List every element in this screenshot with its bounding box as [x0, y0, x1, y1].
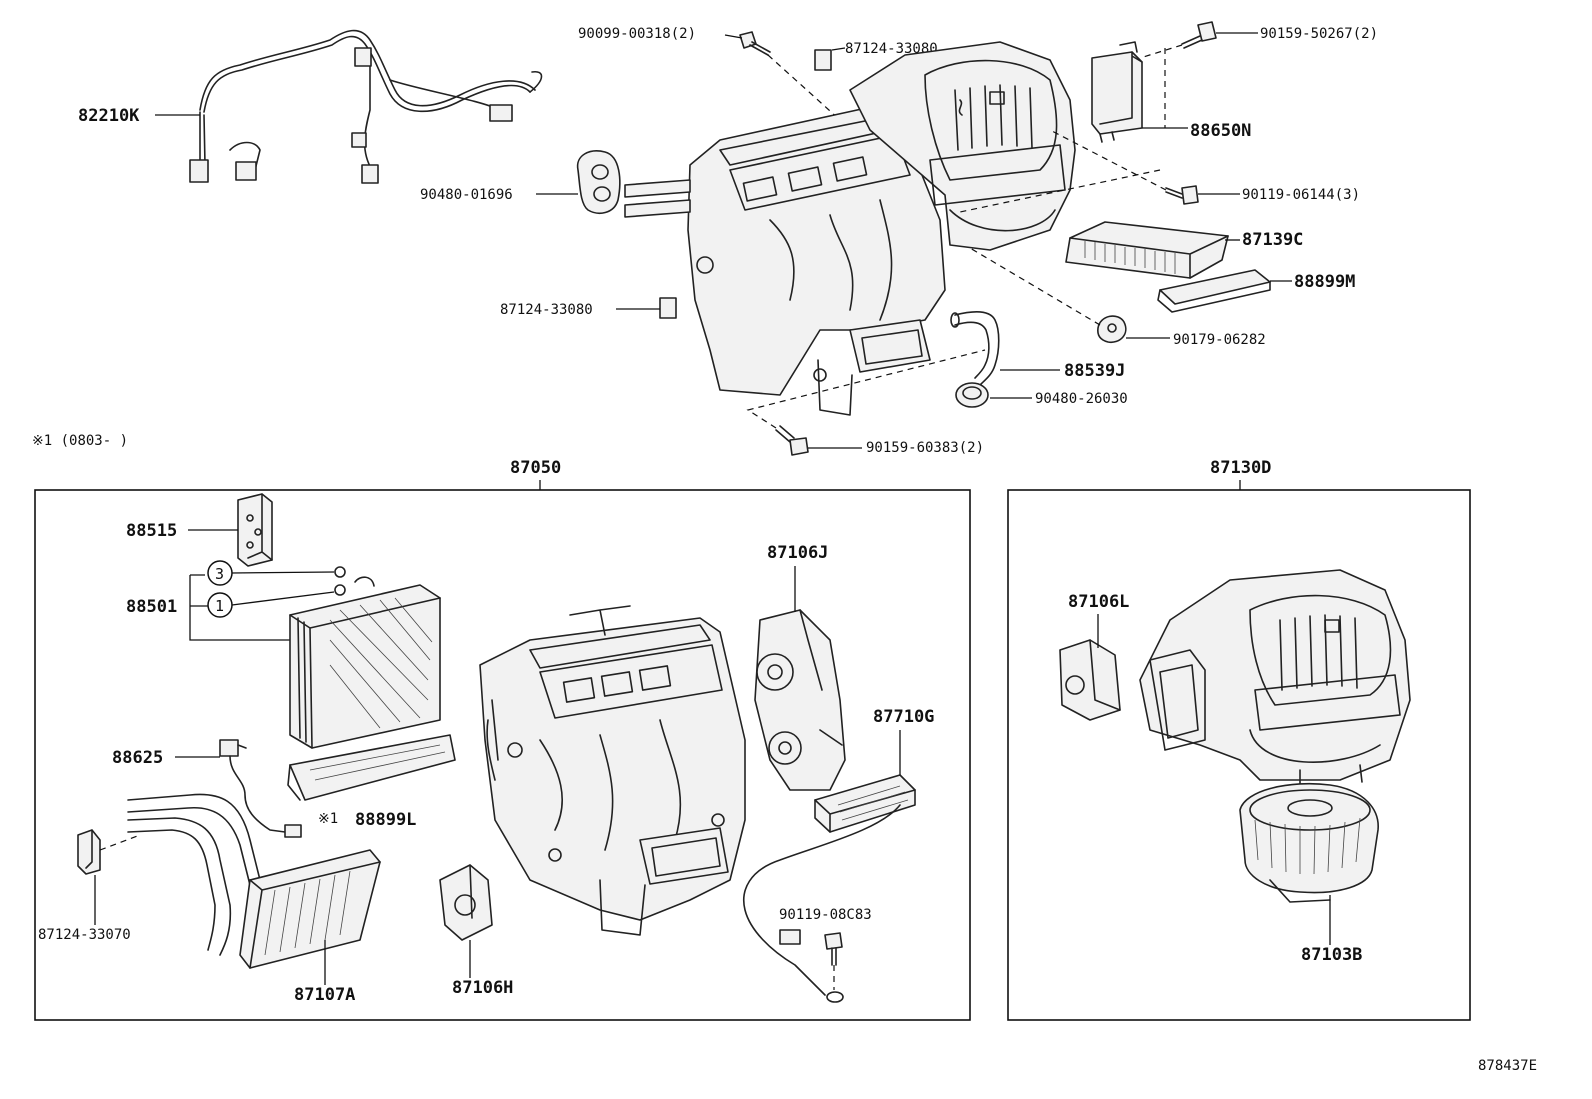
amplifier-drawing — [1091, 41, 1143, 143]
screw-right-label: 90119-06144(3) — [1242, 187, 1360, 203]
servo-h-label: 87106H — [452, 978, 513, 998]
screw-top-label: 90099-00318(2) — [578, 26, 696, 42]
drain-grommet-drawing — [955, 382, 989, 408]
drain-grommet-label: 90480-26030 — [1035, 391, 1128, 407]
o-ring-3-icon — [334, 566, 346, 578]
ptc-heater-label: 87710G — [873, 707, 934, 727]
filter-drawing — [1065, 221, 1229, 279]
filter-cover-label: 88899M — [1294, 272, 1355, 292]
evaporator-drawing — [289, 576, 441, 749]
ptc-heater-drawing — [743, 774, 916, 1003]
hvac-unit-top-drawing — [624, 104, 946, 416]
o-ring-1-icon — [334, 584, 346, 596]
hvac-unit-drawing — [479, 605, 746, 936]
servo-j-label: 87106J — [767, 543, 828, 563]
main-assembly-label: 87050 — [510, 458, 561, 478]
heater-core-label: 87107A — [294, 985, 355, 1005]
clip-label: 90179-06282 — [1173, 332, 1266, 348]
diagram-code: 878437E — [1478, 1058, 1537, 1074]
wire-harness-drawing — [189, 29, 543, 184]
grommet-drawing — [576, 150, 621, 214]
screw-ptc-label: 90119-08C83 — [779, 907, 872, 923]
filter-label: 87139C — [1242, 230, 1303, 250]
expansion-valve-label: 88515 — [126, 521, 177, 541]
screw-top-right-icon — [1181, 21, 1217, 49]
blower-housing-drawing — [1139, 569, 1411, 786]
servo-h-drawing — [439, 864, 493, 941]
screw-right-icon — [1165, 185, 1199, 205]
servo-l-drawing — [1059, 639, 1121, 721]
footnote: ※1 (0803- ) — [32, 433, 128, 449]
screw-top-icon — [739, 31, 771, 56]
filter-cover-drawing — [1157, 269, 1271, 313]
servo-j-drawing — [754, 609, 846, 791]
clip-drawing — [1097, 315, 1127, 344]
screw-bottom-icon — [775, 425, 809, 456]
expansion-valve-drawing — [237, 493, 273, 567]
o-ring-3-label: 3 — [215, 565, 224, 583]
screw-ptc-icon — [824, 932, 843, 966]
foam-pad-left-label: 87124-33080 — [500, 302, 593, 318]
evap-cover-mark: ※1 — [318, 811, 338, 827]
main-assembly-frame — [34, 489, 971, 1021]
thermistor-drawing — [219, 739, 302, 838]
drain-hose-label: 88539J — [1064, 361, 1125, 381]
foam-pad-left-icon — [659, 297, 677, 319]
foam-pad-top-icon — [814, 49, 832, 71]
blower-motor-label: 87103B — [1301, 945, 1362, 965]
heater-pad-label: 87124-33070 — [38, 927, 131, 943]
screw-bottom-label: 90159-60383(2) — [866, 440, 984, 456]
drain-hose-drawing — [950, 310, 1000, 386]
wire-harness-label: 82210K — [78, 106, 140, 126]
o-ring-1-label: 1 — [215, 597, 224, 615]
amplifier-label: 88650N — [1190, 121, 1251, 141]
blower-motor-drawing — [1239, 782, 1379, 903]
evaporator-label: 88501 — [126, 597, 177, 617]
evap-cover-drawing — [287, 734, 456, 801]
blower-unit-top-drawing — [849, 41, 1076, 251]
heater-core-drawing — [127, 793, 381, 969]
heater-pad-drawing — [77, 829, 101, 875]
screw-top-right-label: 90159-50267(2) — [1260, 26, 1378, 42]
thermistor-label: 88625 — [112, 748, 163, 768]
evap-cover-label: 88899L — [355, 810, 416, 830]
servo-l-label: 87106L — [1068, 592, 1129, 612]
blower-assembly-label: 87130D — [1210, 458, 1271, 478]
grommet-label: 90480-01696 — [420, 187, 513, 203]
blower-assembly-frame — [1007, 489, 1471, 1021]
